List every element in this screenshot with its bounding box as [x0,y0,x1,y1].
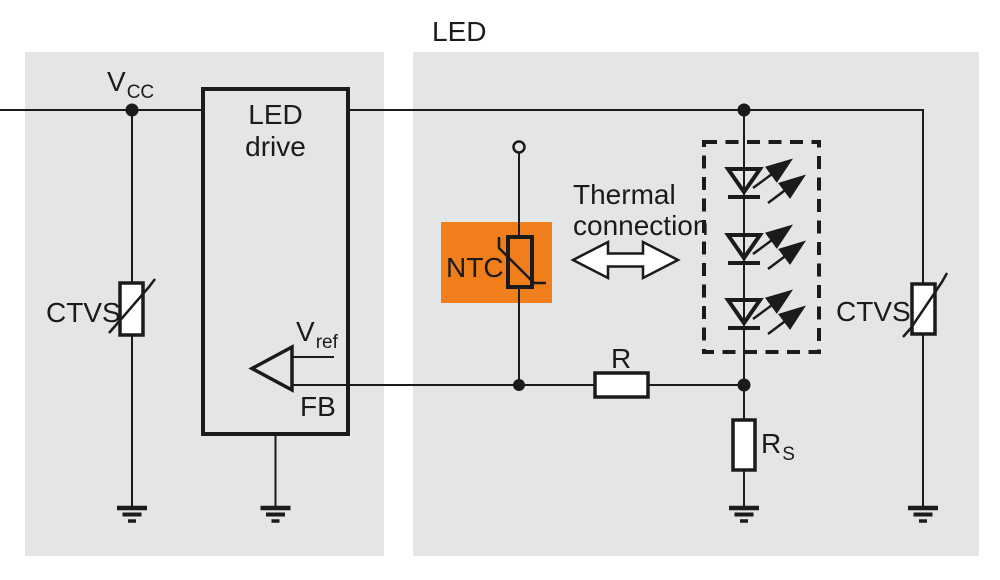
led-module-panel [413,52,979,556]
led-module-title-text: LED [432,16,487,47]
led-icon [724,224,806,270]
wire-top-rail [348,109,924,506]
rs-label: RS [761,428,795,465]
vref-label: Vref [296,316,338,353]
sense-junction-dot [737,378,751,392]
resistor-r-icon [593,371,650,399]
ntc-label: NTC [446,252,504,283]
fb-label: FB [300,391,336,422]
ctvs-left-varistor-icon [108,278,156,337]
ground-icon [117,505,147,523]
ground-icon [729,505,759,523]
ground-symbols [117,505,938,523]
led-group-dashed-box [702,140,821,354]
thermal-connection-arrow-icon [570,239,681,281]
led-icon [724,158,806,204]
led-drive-label: LED drive [245,99,306,162]
ctvs-right-varistor-icon [902,272,949,338]
thermal-connection-label: Thermal connection [573,179,709,241]
r-label: R [611,343,632,374]
ground-icon [908,505,938,523]
ntc-thermistor-icon [497,235,546,289]
vcc-junction-dot [125,103,139,117]
vcc-label: VCC [107,66,155,103]
wires [0,109,924,506]
ctvs-right-label: CTVS [836,296,911,327]
ntc-junction-dot [513,379,525,391]
led-module-title: LED [432,18,486,46]
ground-icon [260,505,291,523]
junction-dots [125,103,751,392]
resistor-rs-icon [731,418,757,472]
top-rail-junction-dot [737,103,751,117]
ntc-terminal-circle [512,140,526,154]
ctvs-left-label: CTVS [46,297,121,328]
led-string [724,158,806,335]
led-icon [724,289,806,335]
comparator-icon [248,344,294,393]
